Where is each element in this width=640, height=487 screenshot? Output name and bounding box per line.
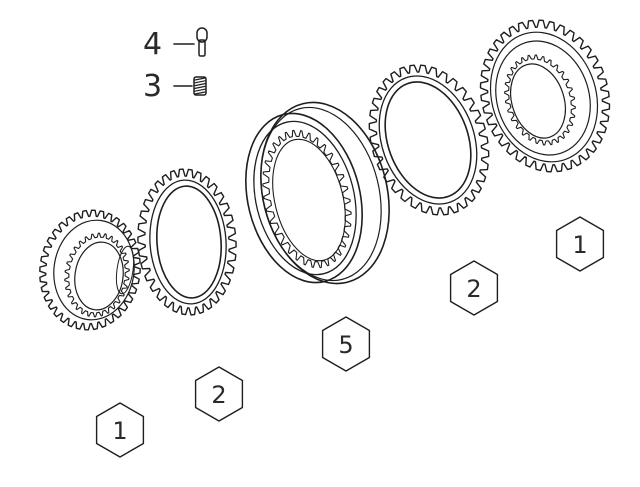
- callout-label: 5: [338, 331, 353, 359]
- synchro-ring-right: [368, 64, 490, 216]
- legend-number-spring: 3: [143, 69, 162, 104]
- synchro-ring-left: [137, 168, 237, 316]
- clutch-gear-right: [479, 19, 611, 173]
- callout-clutch-gear-left: 1: [95, 402, 145, 458]
- callout-label: 2: [211, 381, 226, 409]
- callout-label: 2: [466, 275, 481, 303]
- clutch-gear-left: [39, 209, 141, 331]
- spring-icon: [193, 76, 207, 96]
- pin-icon: [196, 27, 208, 57]
- legend-number-pin: 4: [143, 27, 162, 62]
- legend-item-spring: 3: [143, 69, 207, 104]
- legend-item-pin: 4: [143, 27, 208, 62]
- callout-label: 1: [112, 417, 127, 445]
- callout-label: 1: [572, 231, 587, 259]
- sliding-sleeve: [245, 101, 390, 285]
- callout-synchro-ring-left: 2: [194, 366, 244, 422]
- callout-synchro-ring-right: 2: [449, 260, 499, 316]
- callout-sliding-sleeve: 5: [321, 316, 371, 372]
- callout-clutch-gear-right: 1: [555, 216, 605, 272]
